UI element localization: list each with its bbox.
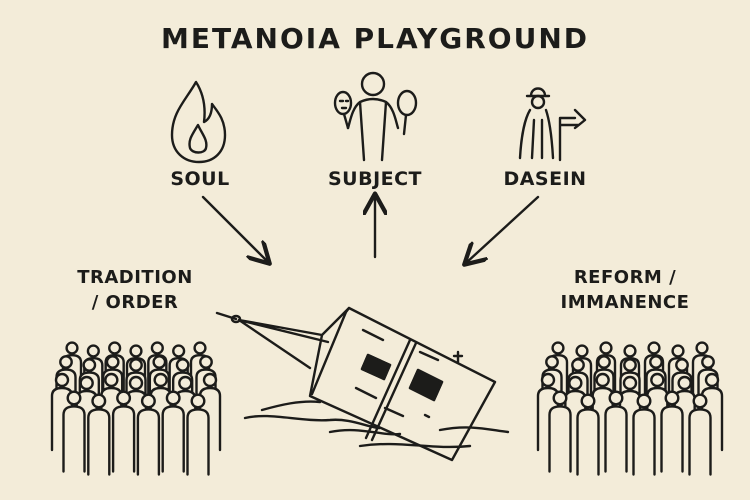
person-with-masks-icon	[333, 71, 418, 162]
person-icon	[186, 393, 210, 476]
person-icon	[576, 393, 600, 476]
person-icon	[660, 390, 684, 473]
flame-icon	[170, 80, 227, 164]
person-icon	[632, 393, 656, 476]
person-icon	[604, 390, 628, 473]
reform-line1: REFORM /	[573, 267, 677, 288]
node-dasein-label: DASEIN	[503, 168, 587, 190]
reform-line2: IMMANENCE	[560, 292, 690, 313]
tradition-line2: / ORDER	[91, 292, 179, 313]
crowd-right-icon	[536, 341, 724, 476]
tradition-order-label: TRADITION / ORDER	[70, 265, 200, 315]
person-icon	[688, 393, 712, 476]
reform-immanence-label: REFORM / IMMANENCE	[555, 265, 695, 315]
person-icon	[136, 393, 161, 476]
person-with-signpost-icon	[518, 87, 587, 162]
person-icon	[111, 390, 136, 473]
arrow-soul	[201, 195, 268, 262]
arrows	[201, 195, 540, 263]
person-icon	[87, 393, 111, 476]
arrow-dasein	[466, 195, 540, 263]
tradition-line1: TRADITION	[77, 267, 193, 288]
node-soul-label: SOUL	[170, 168, 230, 190]
node-subject-label: SUBJECT	[327, 168, 423, 190]
person-icon	[62, 390, 86, 473]
person-icon	[548, 390, 572, 473]
crowd-left-icon	[50, 341, 222, 476]
page-title: METANOIA PLAYGROUND	[160, 22, 590, 55]
sinking-church-icon	[215, 306, 510, 462]
person-icon	[161, 390, 185, 473]
